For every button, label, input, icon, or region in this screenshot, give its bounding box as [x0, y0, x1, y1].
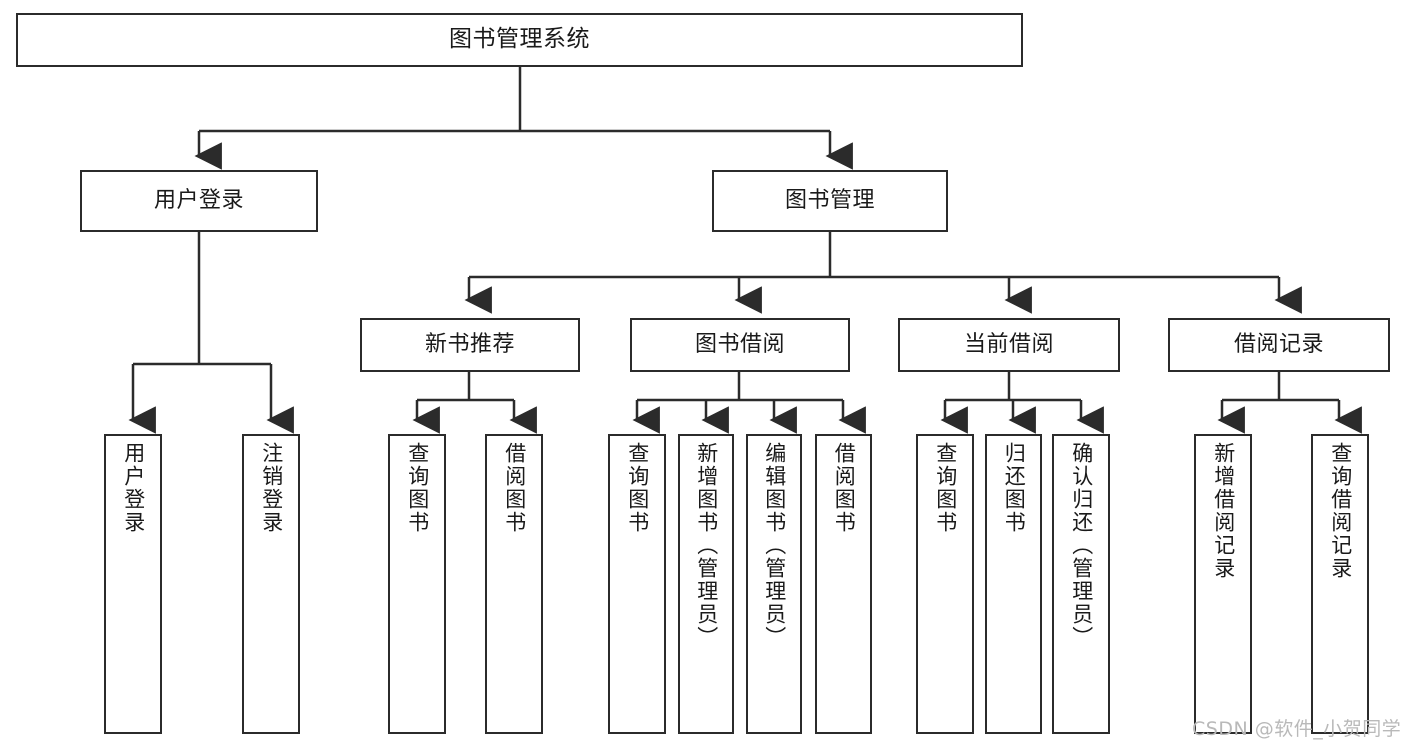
leaf-query-book-recommend-label: 查询图书 [405, 442, 430, 534]
node-current-borrow-label: 当前借阅 [963, 331, 1054, 357]
leaf-logout[interactable]: 注销登录 [242, 434, 300, 734]
leaf-add-borrow-record[interactable]: 新增借阅记录 [1194, 434, 1252, 734]
node-new-book-recommend[interactable]: 新书推荐 [360, 318, 580, 372]
node-new-book-recommend-label: 新书推荐 [424, 331, 515, 357]
leaf-user-login-label: 用户登录 [121, 442, 146, 534]
leaf-edit-book-admin[interactable]: 编辑图书（管理员） [746, 434, 802, 734]
leaf-query-book[interactable]: 查询图书 [608, 434, 666, 734]
node-book-borrow[interactable]: 图书借阅 [630, 318, 850, 372]
leaf-confirm-return-admin[interactable]: 确认归还（管理员） [1052, 434, 1110, 734]
node-current-borrow[interactable]: 当前借阅 [898, 318, 1120, 372]
leaf-add-book-admin-label: 新增图书（管理员） [694, 442, 719, 649]
leaf-edit-book-admin-label: 编辑图书（管理员） [762, 442, 787, 649]
leaf-logout-label: 注销登录 [259, 442, 284, 534]
leaf-query-borrow-record-label: 查询借阅记录 [1328, 442, 1353, 580]
node-root[interactable]: 图书管理系统 [16, 13, 1023, 67]
leaf-query-book-recommend[interactable]: 查询图书 [388, 434, 446, 734]
node-borrow-record-label: 借阅记录 [1233, 331, 1324, 357]
node-book-borrow-label: 图书借阅 [694, 331, 785, 357]
node-root-label: 图书管理系统 [449, 26, 590, 53]
node-user-login-label: 用户登录 [153, 187, 244, 213]
node-borrow-record[interactable]: 借阅记录 [1168, 318, 1390, 372]
node-book-management-label: 图书管理 [784, 187, 875, 213]
leaf-borrow-book-recommend-label: 借阅图书 [502, 442, 527, 534]
leaf-borrow-book[interactable]: 借阅图书 [815, 434, 872, 734]
leaf-return-book-label: 归还图书 [1002, 442, 1027, 534]
node-user-login[interactable]: 用户登录 [80, 170, 318, 232]
leaf-query-book-current[interactable]: 查询图书 [916, 434, 974, 734]
leaf-borrow-book-label: 借阅图书 [832, 442, 857, 534]
leaf-confirm-return-admin-label: 确认归还（管理员） [1069, 442, 1094, 649]
watermark: CSDN @软件_小贺同学 [1192, 718, 1402, 740]
node-book-management[interactable]: 图书管理 [712, 170, 948, 232]
leaf-query-book-label: 查询图书 [625, 442, 650, 534]
leaf-query-borrow-record[interactable]: 查询借阅记录 [1311, 434, 1369, 734]
leaf-add-book-admin[interactable]: 新增图书（管理员） [678, 434, 734, 734]
leaf-add-borrow-record-label: 新增借阅记录 [1211, 442, 1236, 580]
leaf-return-book[interactable]: 归还图书 [985, 434, 1042, 734]
leaf-user-login[interactable]: 用户登录 [104, 434, 162, 734]
leaf-query-book-current-label: 查询图书 [933, 442, 958, 534]
leaf-borrow-book-recommend[interactable]: 借阅图书 [485, 434, 543, 734]
